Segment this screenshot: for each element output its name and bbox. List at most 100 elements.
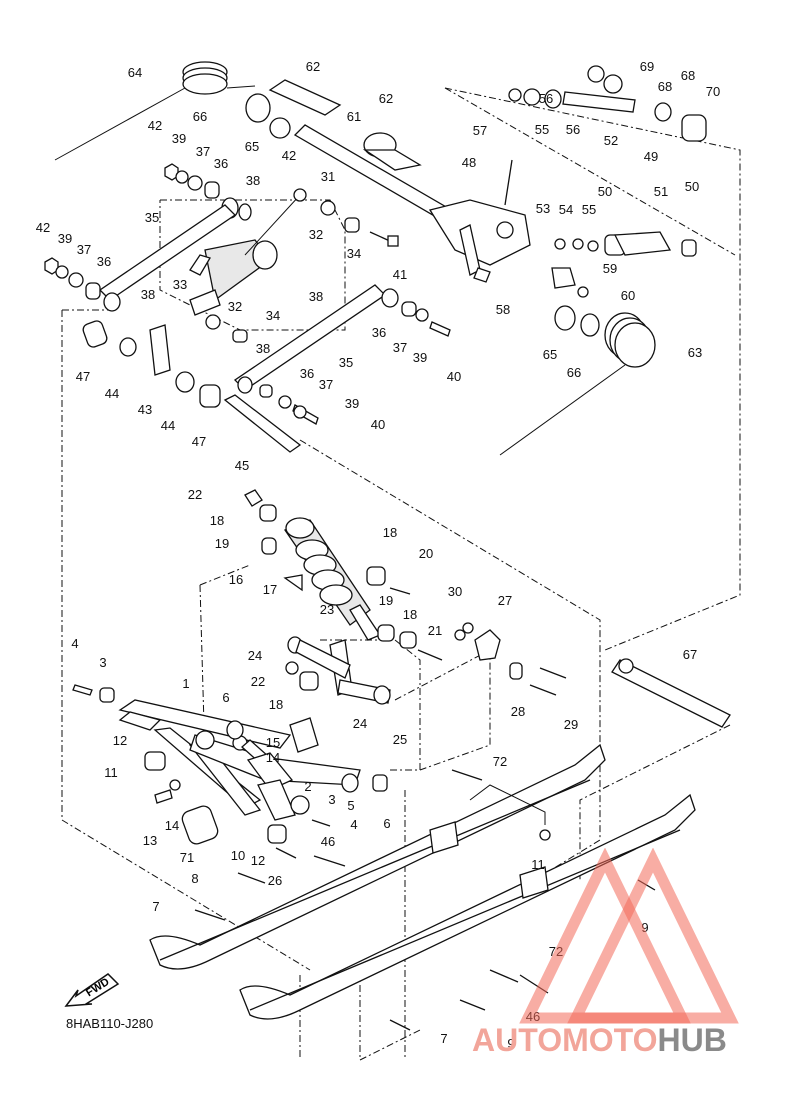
callout-label: 38 (141, 287, 155, 302)
callout-label: 58 (496, 302, 510, 317)
callout-label: 52 (604, 133, 618, 148)
callout-label: 62 (379, 91, 393, 106)
callout-label: 32 (309, 227, 323, 242)
callout-label: 40 (447, 369, 461, 384)
callout-label: 38 (246, 173, 260, 188)
callout-label: 11 (531, 857, 545, 872)
callout-label: 20 (419, 546, 433, 561)
callout-label: 18 (403, 607, 417, 622)
callout-label: 12 (113, 733, 127, 748)
callout-label: 63 (688, 345, 702, 360)
callout-label: 40 (371, 417, 385, 432)
callout-label: 68 (681, 68, 695, 83)
callout-label: 9 (507, 1036, 514, 1051)
callout-label: 44 (105, 386, 119, 401)
callout-label: 35 (145, 210, 159, 225)
callout-label: 55 (582, 202, 596, 217)
callout-label: 47 (76, 369, 90, 384)
callout-label: 6 (383, 816, 390, 831)
callout-label: 48 (462, 155, 476, 170)
forward-arrow-icon: FWD (64, 973, 120, 1007)
callout-label: 56 (566, 122, 580, 137)
callout-label: 53 (536, 201, 550, 216)
watermark-text-part-a: AUTOMOTO (472, 1022, 658, 1058)
callout-label: 7 (440, 1031, 447, 1046)
shock-absorber-assembly (244, 489, 567, 705)
callout-label: 49 (644, 149, 658, 164)
callout-label: 18 (383, 525, 397, 540)
callout-label: 14 (266, 750, 280, 765)
callout-label: 37 (77, 242, 91, 257)
callout-label: 62 (306, 59, 320, 74)
watermark-text: AUTOMOTOHUB (472, 1022, 727, 1059)
warning-triangle-icon (519, 848, 739, 1024)
callout-label: 66 (567, 365, 581, 380)
callout-label: 54 (559, 202, 573, 217)
callout-label: 28 (511, 704, 525, 719)
callout-label: 39 (413, 350, 427, 365)
callout-label: 12 (251, 853, 265, 868)
callout-label: 7 (152, 899, 159, 914)
callout-label: 32 (228, 299, 242, 314)
callout-label: 64 (128, 65, 142, 80)
callout-label: 19 (379, 593, 393, 608)
callout-label: 2 (304, 779, 311, 794)
callout-label: 22 (251, 674, 265, 689)
callout-label: 13 (143, 833, 157, 848)
callout-label: 34 (266, 308, 280, 323)
callout-label: 36 (372, 325, 386, 340)
callout-label: 36 (97, 254, 111, 269)
callout-label: 23 (320, 602, 334, 617)
damper-33 (189, 239, 278, 316)
callout-label: 1 (182, 676, 189, 691)
callout-label: 35 (339, 355, 353, 370)
callout-label: 36 (214, 156, 228, 171)
callout-label: 66 (193, 109, 207, 124)
callout-label: 50 (598, 184, 612, 199)
callout-label: 18 (210, 513, 224, 528)
callout-label: 16 (229, 572, 243, 587)
callout-label: 41 (393, 267, 407, 282)
callout-label: 60 (621, 288, 635, 303)
torsion-spring-left (54, 61, 256, 161)
callout-label: 4 (350, 817, 357, 832)
callout-label: 24 (353, 716, 367, 731)
callout-label: 37 (393, 340, 407, 355)
callout-label: 21 (428, 623, 442, 638)
callout-label: 14 (165, 818, 179, 833)
torsion-spring-right (499, 312, 656, 456)
callout-label: 39 (58, 231, 72, 246)
callout-label: 38 (256, 341, 270, 356)
callout-label: 43 (138, 402, 152, 417)
callout-label: 9 (641, 920, 648, 935)
slide-rails (149, 658, 731, 1031)
callout-label: 44 (161, 418, 175, 433)
callout-label: 45 (235, 458, 249, 473)
front-arm-assembly (72, 684, 483, 921)
pivot-bracket-48 (428, 159, 531, 276)
callout-label: 29 (564, 717, 578, 732)
callout-label: 69 (640, 59, 654, 74)
watermark-text-part-b: HUB (657, 1022, 727, 1058)
callout-label: 34 (347, 246, 361, 261)
callout-label: 10 (231, 848, 245, 863)
callout-label: 3 (328, 792, 335, 807)
callout-label: 5 (347, 798, 354, 813)
callout-label: 72 (493, 754, 507, 769)
callout-label: 39 (172, 131, 186, 146)
callout-label: 59 (603, 261, 617, 276)
callout-label: 25 (393, 732, 407, 747)
callout-label: 68 (658, 79, 672, 94)
callout-label: 33 (173, 277, 187, 292)
callout-label: 17 (263, 582, 277, 597)
callout-label: 47 (192, 434, 206, 449)
callout-label: 65 (543, 347, 557, 362)
callout-label: 37 (196, 144, 210, 159)
callout-label: 61 (347, 109, 361, 124)
callout-label: 24 (248, 648, 262, 663)
callout-label: 11 (104, 765, 118, 780)
callout-label: 30 (448, 584, 462, 599)
